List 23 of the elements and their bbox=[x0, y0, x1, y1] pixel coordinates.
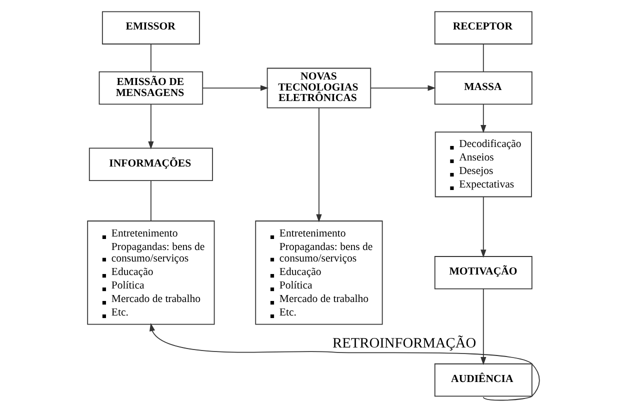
node-box: NOVAS TECNOLOGIAS ELETRÔNICAS bbox=[266, 68, 371, 108]
arrow bbox=[370, 85, 436, 91]
node-box: RECEPTOR bbox=[434, 11, 532, 44]
node-box: Decodificação Anseios Desejos Expectativas bbox=[434, 132, 532, 198]
arrow bbox=[480, 104, 486, 134]
node-box: Entretenimento Propagandas: bens de consumo/serviços Educação Política Mercado de trabalho Etc. bbox=[254, 220, 382, 325]
arrow bbox=[148, 104, 154, 150]
connector bbox=[150, 180, 151, 222]
node-box: EMISSOR bbox=[101, 11, 200, 44]
connector bbox=[150, 44, 151, 72]
node-box: EMISSÃO DE MENSAGENS bbox=[98, 71, 203, 105]
arrow bbox=[316, 107, 322, 222]
arrow bbox=[480, 288, 486, 366]
node-box: MASSA bbox=[434, 71, 532, 105]
arrow bbox=[148, 323, 540, 401]
node-box: Entretenimento Propagandas: bens de consumo/serviços Educação Política Mercado de trabalho Etc. bbox=[86, 220, 214, 325]
connector bbox=[482, 44, 484, 72]
node-box: MOTIVAÇÃO bbox=[434, 256, 532, 290]
arrow bbox=[202, 85, 268, 91]
edge-label: RETROINFORMAÇÃO bbox=[332, 336, 476, 352]
node-box: AUDIÊNCIA bbox=[434, 363, 532, 397]
node-box: INFORMAÇÕES bbox=[88, 148, 212, 182]
arrow bbox=[480, 196, 486, 258]
